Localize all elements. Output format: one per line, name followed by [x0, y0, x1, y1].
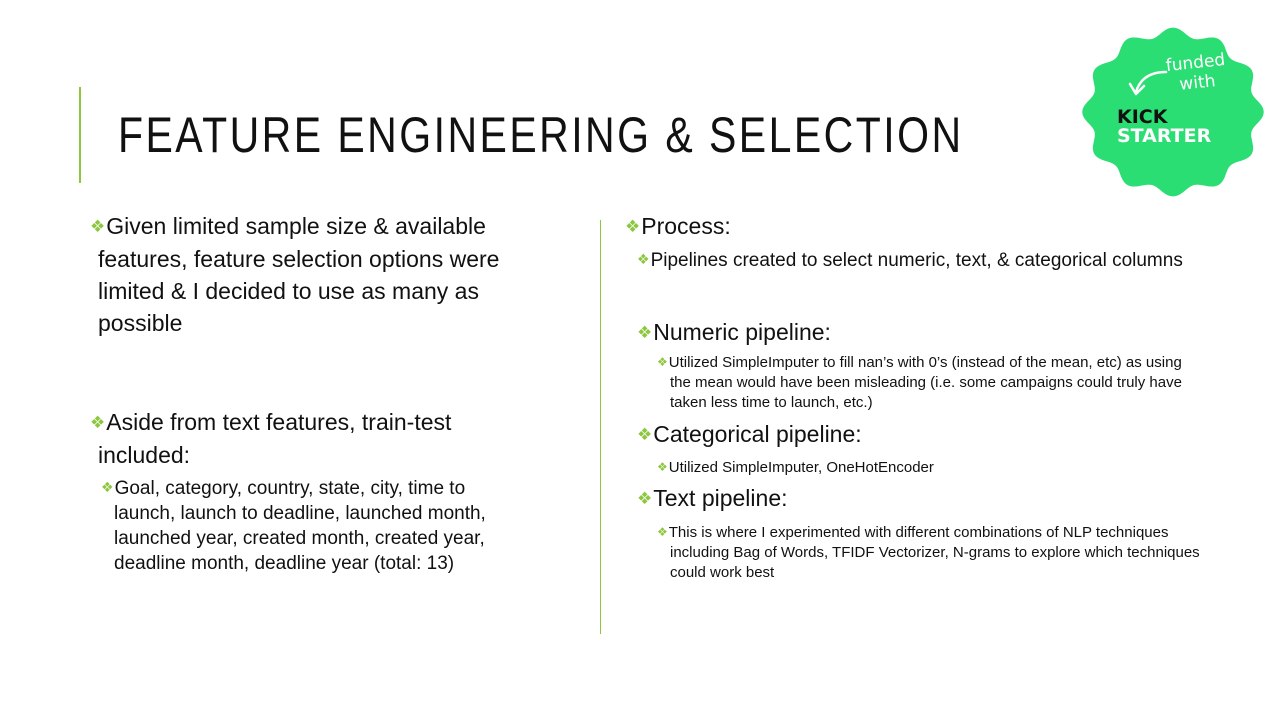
left-item2-line2: included:: [98, 442, 191, 468]
diamond-bullet-icon: ❖: [637, 425, 653, 445]
diamond-bullet-icon: ❖: [657, 355, 668, 369]
left-item2-line1: Aside from text features, train-test: [106, 409, 452, 435]
left-item-train-test: ❖Aside from text features, train-test in…: [90, 406, 451, 471]
logo-badge: [1082, 27, 1264, 197]
numeric-heading: Numeric pipeline:: [653, 319, 831, 345]
left-item1-line2: features, feature selection options were: [98, 246, 500, 272]
diamond-bullet-icon: ❖: [90, 413, 106, 433]
categorical-heading: Categorical pipeline:: [653, 421, 862, 447]
left-item3-line4: deadline month, deadline year (total: 13…: [114, 553, 455, 574]
right-item-categorical-detail: ❖Utilized SimpleImputer, OneHotEncoder: [657, 457, 934, 478]
diamond-bullet-icon: ❖: [625, 217, 641, 237]
numeric-detail-line2: the mean would have been misleading (i.e…: [670, 374, 1182, 391]
logo-arrowhead-icon: [1128, 82, 1146, 96]
left-item1-line4: possible: [98, 310, 183, 336]
logo-with-text: with: [1178, 71, 1216, 95]
numeric-detail-line3: taken less time to launch, etc.): [670, 394, 873, 411]
right-item-pipelines: ❖Pipelines created to select numeric, te…: [637, 248, 1183, 273]
right-item-text-detail: ❖This is where I experimented with diffe…: [657, 522, 1200, 583]
diamond-bullet-icon: ❖: [101, 480, 114, 496]
right-item-process: ❖Process:: [625, 210, 731, 243]
right-item-numeric-detail: ❖Utilized SimpleImputer to fill nan’s wi…: [657, 352, 1182, 413]
text-heading: Text pipeline:: [653, 485, 788, 511]
logo-starter-text: STARTER: [1117, 125, 1212, 147]
left-item3-line1: Goal, category, country, state, city, ti…: [114, 478, 466, 499]
numeric-detail-line1: Utilized SimpleImputer to fill nan’s wit…: [668, 354, 1182, 371]
left-item-features-list: ❖Goal, category, country, state, city, t…: [101, 476, 486, 576]
right-item-numeric: ❖Numeric pipeline:: [637, 316, 831, 349]
text-detail-line1: This is where I experimented with differ…: [668, 524, 1169, 541]
text-detail-line2: including Bag of Words, TFIDF Vectorizer…: [670, 544, 1200, 561]
diamond-bullet-icon: ❖: [637, 489, 653, 509]
left-item-sample-size: ❖Given limited sample size & available f…: [90, 210, 499, 339]
diamond-bullet-icon: ❖: [637, 323, 653, 343]
right-item-text: ❖Text pipeline:: [637, 482, 788, 515]
column-divider: [600, 220, 601, 634]
title-accent-bar: [79, 87, 81, 183]
logo-arrow-icon: [1134, 70, 1168, 94]
diamond-bullet-icon: ❖: [657, 460, 668, 474]
left-item1-line3: limited & I decided to use as many as: [98, 278, 479, 304]
process-heading: Process:: [641, 213, 731, 239]
categorical-detail: Utilized SimpleImputer, OneHotEncoder: [668, 459, 934, 476]
diamond-bullet-icon: ❖: [657, 525, 668, 539]
logo-kick-text: KICK: [1117, 106, 1169, 128]
left-item3-line3: launched year, created month, created ye…: [114, 528, 485, 549]
text-detail-line3: could work best: [670, 564, 775, 581]
diamond-bullet-icon: ❖: [90, 217, 106, 237]
pipelines-text: Pipelines created to select numeric, tex…: [650, 250, 1183, 271]
left-item3-line2: launch, launch to deadline, launched mon…: [114, 503, 486, 524]
kickstarter-logo: funded with KICK STARTER: [1082, 27, 1264, 197]
slide-title: FEATURE ENGINEERING & SELECTION: [118, 107, 964, 163]
right-item-categorical: ❖Categorical pipeline:: [637, 418, 862, 451]
left-item1-line1: Given limited sample size & available: [106, 213, 486, 239]
diamond-bullet-icon: ❖: [637, 252, 650, 268]
